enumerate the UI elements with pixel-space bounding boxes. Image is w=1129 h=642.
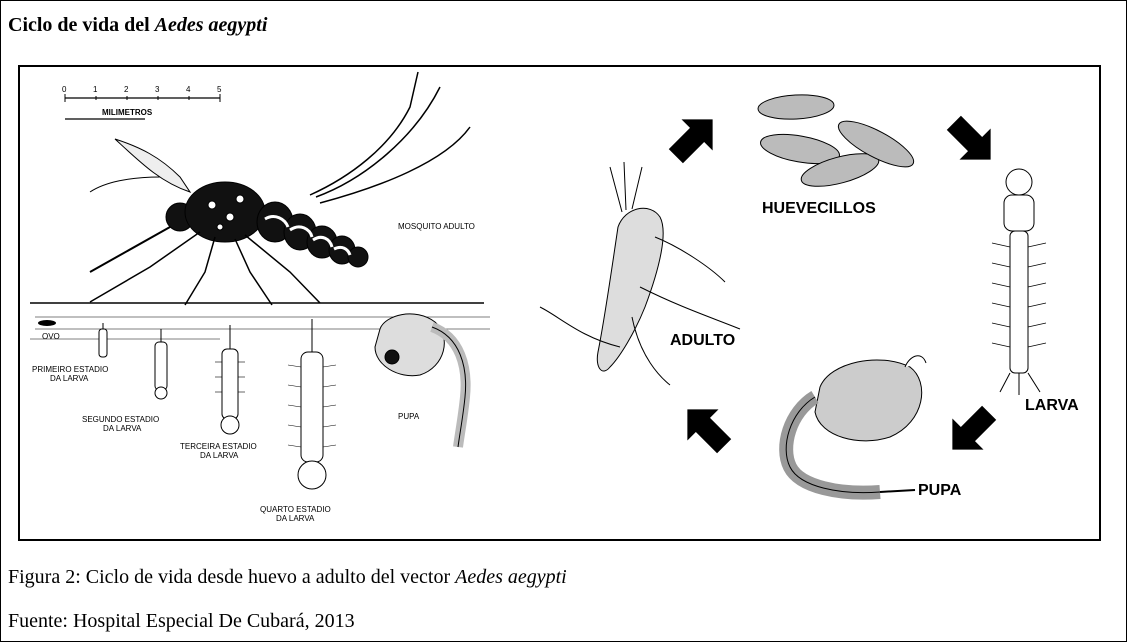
scale-bar: 0 1 2 3 4 5 MILIMETROS <box>62 85 222 119</box>
larva-right-drawing <box>992 169 1046 395</box>
arrow-adult-to-eggs <box>660 104 728 172</box>
life-cycle-illustration: 0 1 2 3 4 5 MILIMETROS <box>20 67 1099 539</box>
label-larva-3-line2: DA LARVA <box>200 451 239 460</box>
life-cycle-figure: 0 1 2 3 4 5 MILIMETROS <box>18 65 1101 541</box>
label-larva-3-line1: TERCEIRA ESTADIO <box>180 442 257 451</box>
larva-stage-2-drawing <box>155 329 167 399</box>
label-larva-1-line2: DA LARVA <box>50 374 89 383</box>
label-pupa: PUPA <box>918 482 962 499</box>
adult-right-drawing <box>540 162 740 385</box>
larva-stage-4-drawing <box>288 319 336 489</box>
scale-tick-1: 1 <box>93 85 98 94</box>
egg-drawing <box>38 320 56 326</box>
figure-title: Ciclo de vida del Aedes aegypti <box>8 14 267 37</box>
label-larva-1-line1: PRIMEIRO ESTADIO <box>32 365 108 374</box>
larva-stage-1-drawing <box>99 323 107 357</box>
larva-stage-3-drawing <box>215 325 245 434</box>
label-pupa-left: PUPA <box>398 412 420 421</box>
scale-tick-4: 4 <box>186 85 191 94</box>
label-adult: ADULTO <box>670 332 735 349</box>
scale-tick-5: 5 <box>217 85 222 94</box>
label-larva: LARVA <box>1025 397 1079 414</box>
arrow-larva-to-pupa <box>937 397 1005 465</box>
arrow-pupa-to-adult <box>672 394 740 462</box>
label-eggs: HUEVECILLOS <box>762 200 876 217</box>
scale-unit-label: MILIMETROS <box>102 108 153 117</box>
label-larva-2-line1: SEGUNDO ESTADIO <box>82 415 159 424</box>
label-egg: OVO <box>42 332 60 341</box>
scale-tick-3: 3 <box>155 85 160 94</box>
label-larva-4-line1: QUARTO ESTADIO <box>260 505 331 514</box>
figure-caption: Figura 2: Ciclo de vida desde huevo a ad… <box>8 566 567 589</box>
arrow-eggs-to-larva <box>938 107 1006 175</box>
pupa-left-drawing <box>375 314 466 447</box>
label-larva-2-line2: DA LARVA <box>103 424 142 433</box>
figure-source: Fuente: Hospital Especial De Cubará, 201… <box>8 610 355 633</box>
label-larva-4-line2: DA LARVA <box>276 514 315 523</box>
eggs-drawing <box>757 93 919 193</box>
adult-mosquito-drawing <box>90 72 470 305</box>
scale-tick-0: 0 <box>62 85 67 94</box>
label-adult-mosquito: MOSQUITO ADULTO <box>398 222 475 231</box>
scale-tick-2: 2 <box>124 85 129 94</box>
pupa-right-drawing <box>786 356 926 493</box>
